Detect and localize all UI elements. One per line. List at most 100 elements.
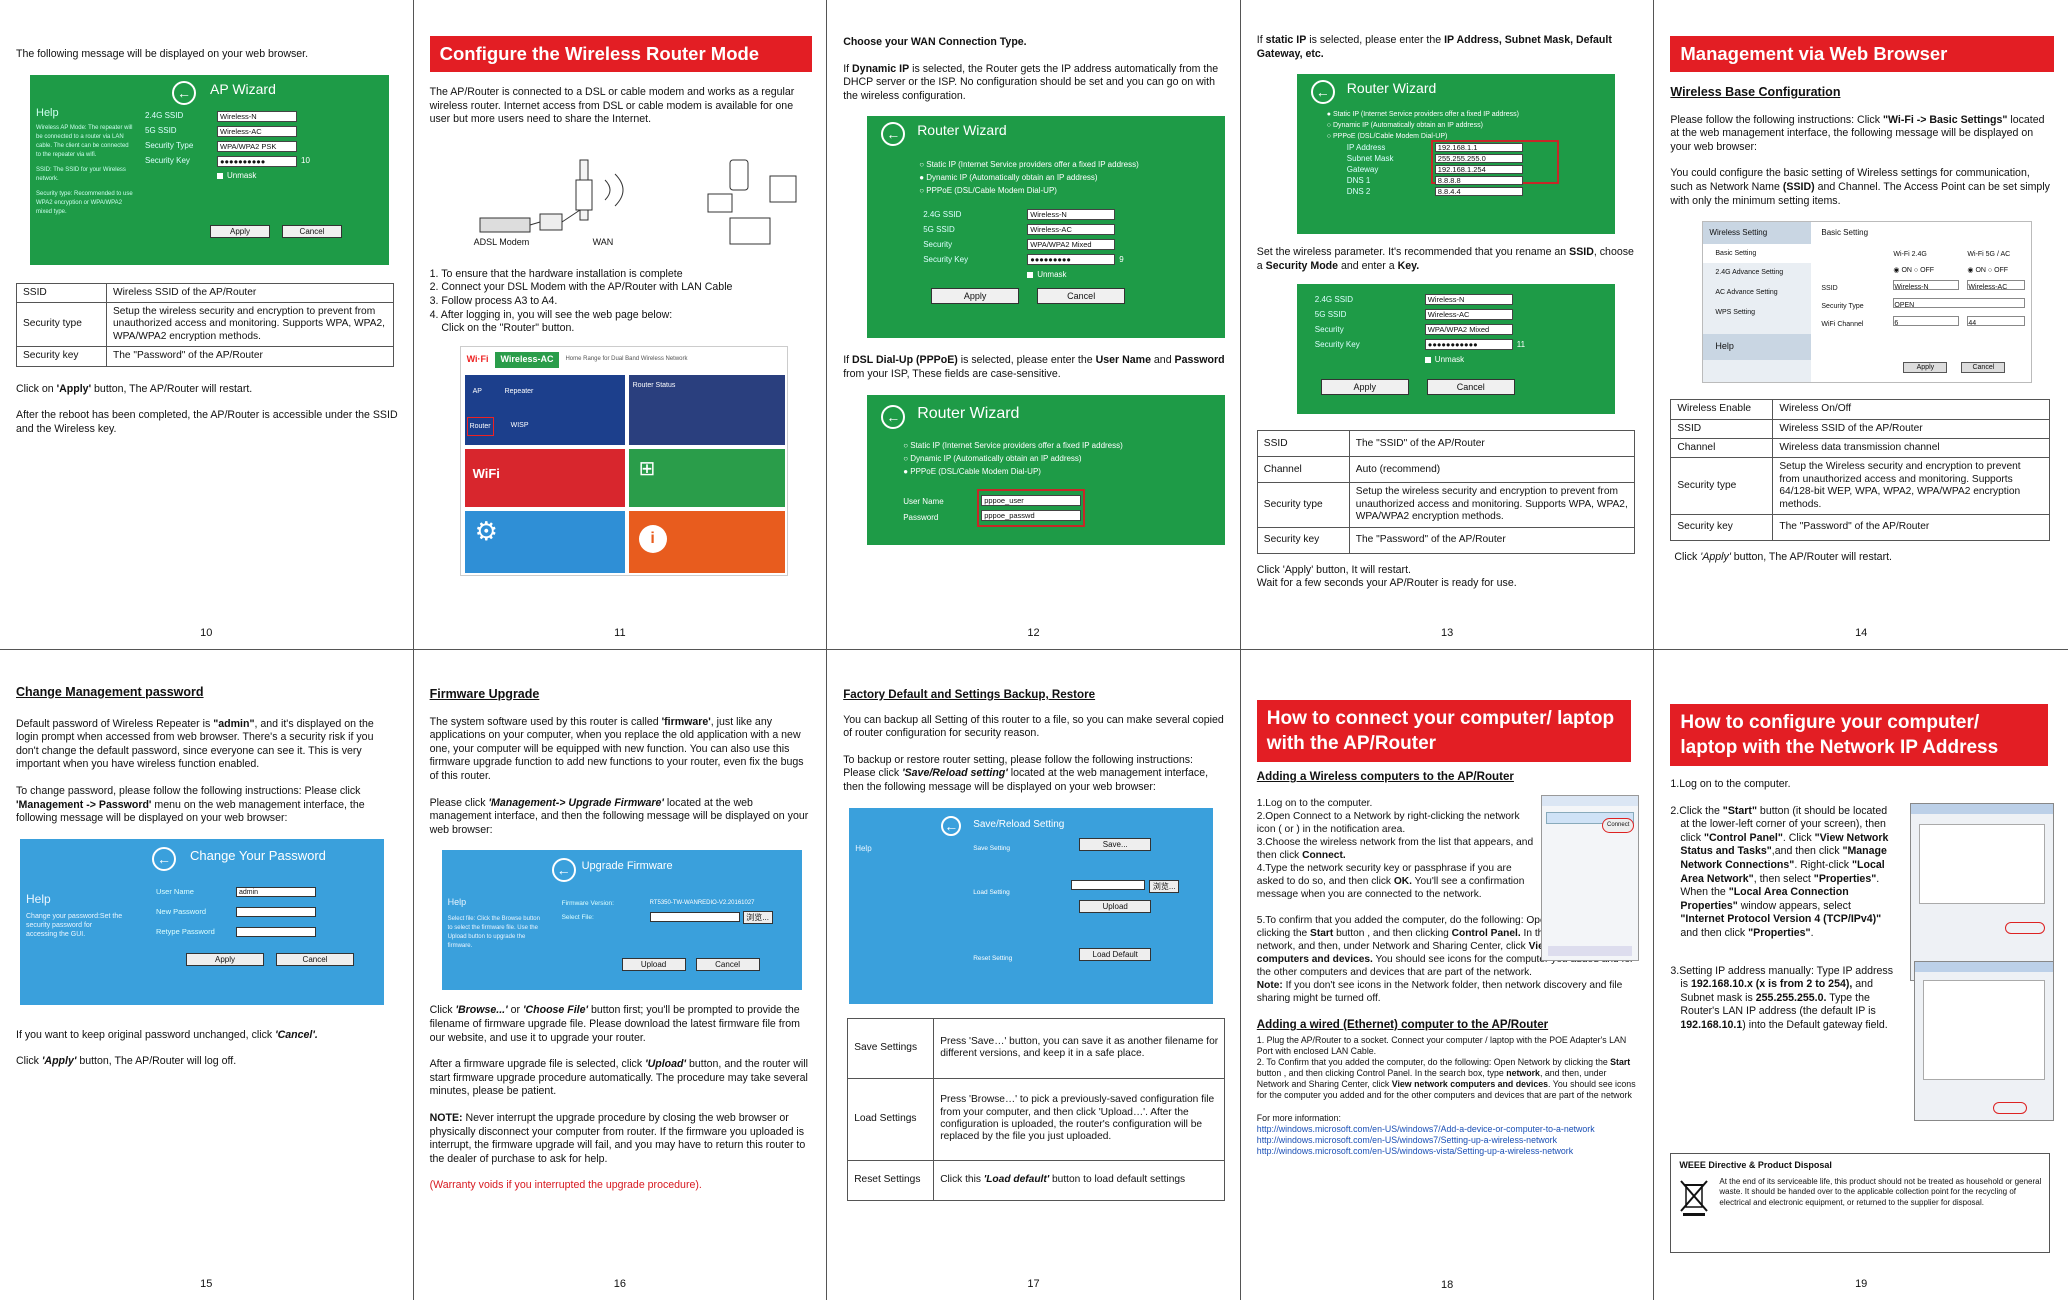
password-label: Password xyxy=(903,512,939,522)
wifi24-toggle[interactable]: ◉ ON ○ OFF xyxy=(1893,267,1935,275)
gateway-input[interactable]: 192.168.1.254 xyxy=(1434,165,1523,175)
browse-button[interactable]: 浏览... xyxy=(742,910,773,924)
text: You should see icons for the computer yo… xyxy=(1256,954,1634,978)
save-button[interactable]: Save... xyxy=(1079,837,1152,851)
ssid-24-input[interactable]: Wireless-N xyxy=(1027,209,1116,221)
cancel-button[interactable]: Cancel xyxy=(282,224,342,238)
laptop-icon xyxy=(729,217,771,245)
apply-button[interactable]: Apply xyxy=(1320,379,1409,396)
security-key-input[interactable]: ●●●●●●●●●●● xyxy=(1424,339,1513,351)
unmask-checkbox[interactable] xyxy=(1424,356,1431,363)
radio-pppoe[interactable]: ● PPPoE (DSL/Cable Modem Dial-UP) xyxy=(903,466,1041,476)
ssid-24-input[interactable]: Wireless-N xyxy=(1893,280,1960,291)
dns2-input[interactable]: 8.8.4.4 xyxy=(1434,187,1523,197)
text: Click on the "Router" button. xyxy=(441,322,575,335)
cancel-button[interactable]: Cancel xyxy=(1961,362,2006,374)
radio-static[interactable]: ○ Static IP (Internet Service providers … xyxy=(919,160,1139,170)
upload-button[interactable]: Upload xyxy=(621,958,686,972)
field-label: 5G SSID xyxy=(145,126,177,136)
file-input[interactable] xyxy=(649,912,740,923)
wifi5-toggle[interactable]: ◉ ON ○ OFF xyxy=(1967,267,2009,275)
help-link[interactable]: http://windows.microsoft.com/en-US/windo… xyxy=(1256,1124,1595,1134)
radio-static[interactable]: ○ Static IP (Internet Service providers … xyxy=(903,440,1123,450)
help-link[interactable]: http://windows.microsoft.com/en-US/windo… xyxy=(1256,1146,1574,1156)
security-key-input[interactable]: ●●●●●●●●●● xyxy=(217,155,297,167)
apply-button[interactable]: Apply xyxy=(210,224,270,238)
radio-pppoe[interactable]: ○ PPPoE (DSL/Cable Modem Dial-UP) xyxy=(1326,133,1448,141)
management-panel[interactable]: ⚙ xyxy=(464,510,625,573)
security-select[interactable]: WPA/WPA2 Mixed xyxy=(1027,239,1116,251)
wireless-steps: Connect 1.Log on to the computer. 2.Open… xyxy=(1256,795,1640,1005)
table-cell: Setup the wireless security and encrypti… xyxy=(1348,482,1635,528)
pppoe-password-input[interactable]: pppoe_passwd xyxy=(981,509,1082,521)
back-arrow-icon[interactable]: ← xyxy=(551,858,576,883)
ssid-24-input[interactable]: Wireless-N xyxy=(217,110,297,122)
back-arrow-icon[interactable]: ← xyxy=(1310,80,1335,105)
radio-static[interactable]: ● Static IP (Internet Service providers … xyxy=(1326,111,1519,119)
apply-button[interactable]: Apply xyxy=(1903,362,1948,374)
help-text: Security type: Recommended to use WPA2 e… xyxy=(36,190,133,215)
field-label: User Name xyxy=(156,886,194,896)
ssid-5-input[interactable]: Wireless-AC xyxy=(1027,224,1116,236)
cancel-button[interactable]: Cancel xyxy=(276,952,354,966)
radio-dynamic[interactable]: ● Dynamic IP (Automatically obtain an IP… xyxy=(919,173,1098,183)
menu-item-basic[interactable]: Basic Setting xyxy=(1703,243,1812,264)
retype-password-input[interactable] xyxy=(236,926,316,937)
ssid-24-input[interactable]: Wireless-N xyxy=(1424,294,1513,306)
radio-pppoe[interactable]: ○ PPPoE (DSL/Cable Modem Dial-UP) xyxy=(919,186,1057,196)
radio-dynamic[interactable]: ○ Dynamic IP (Automatically obtain an IP… xyxy=(903,453,1082,463)
back-arrow-icon[interactable]: ← xyxy=(172,80,196,105)
back-arrow-icon[interactable]: ← xyxy=(881,404,906,429)
page-number: 11 xyxy=(614,627,626,640)
load-default-button[interactable]: Load Default xyxy=(1079,947,1152,961)
ip-address-input[interactable]: 192.168.1.1 xyxy=(1434,143,1523,153)
intro-text: The AP/Router is connected to a DSL or c… xyxy=(429,86,795,126)
cancel-button[interactable]: Cancel xyxy=(695,958,760,972)
radio-dynamic[interactable]: ○ Dynamic IP (Automatically obtain an IP… xyxy=(1326,122,1483,130)
browse-button[interactable]: 浏览... xyxy=(1149,879,1180,893)
text: Start xyxy=(1310,928,1334,939)
info-panel[interactable]: i xyxy=(628,510,785,573)
menu-item-24g-advance[interactable]: 2.4G Advance Setting xyxy=(1715,269,1784,277)
text: Follow process A3 to A4. xyxy=(441,294,558,307)
ssid-5-input[interactable]: Wireless-AC xyxy=(1424,309,1513,321)
wifi-settings-panel[interactable]: WiFi xyxy=(464,448,625,507)
menu-item-wps[interactable]: WPS Setting xyxy=(1715,308,1756,316)
file-input[interactable] xyxy=(1071,879,1146,890)
back-arrow-icon[interactable]: ← xyxy=(941,815,962,836)
upload-button[interactable]: Upload xyxy=(1079,899,1152,913)
back-arrow-icon[interactable]: ← xyxy=(881,122,906,147)
connect-button[interactable]: Connect xyxy=(1602,818,1635,833)
channel-24-select[interactable]: 6 xyxy=(1893,316,1960,327)
mode-ap-button[interactable]: AP xyxy=(472,387,482,395)
unmask-checkbox[interactable] xyxy=(217,173,223,180)
ssid-5-input[interactable]: Wireless-AC xyxy=(217,125,297,137)
apply-button[interactable]: Apply xyxy=(186,952,264,966)
security-key-input[interactable]: ●●●●●●●●● xyxy=(1027,254,1116,266)
security-type-select[interactable]: WPA/WPA2 PSK xyxy=(217,140,297,152)
subnet-mask-input[interactable]: 255.255.255.0 xyxy=(1434,154,1523,164)
network-settings-panel[interactable]: ⊞ xyxy=(628,448,785,507)
back-arrow-icon[interactable]: ← xyxy=(152,846,176,871)
reboot-text: After the reboot has been completed, the… xyxy=(16,409,398,435)
router-wizard-dynamic: ←Router Wizard ○ Static IP (Internet Ser… xyxy=(867,116,1226,339)
ssid-5-input[interactable]: Wireless-AC xyxy=(1967,280,2026,291)
new-password-input[interactable] xyxy=(236,906,316,917)
security-type-select[interactable]: OPEN xyxy=(1893,298,2026,309)
mode-repeater-button[interactable]: Repeater xyxy=(504,387,534,395)
channel-5-select[interactable]: 44 xyxy=(1967,316,2026,327)
unmask-checkbox[interactable] xyxy=(1027,271,1034,278)
cancel-button[interactable]: Cancel xyxy=(1426,379,1515,396)
apply-button[interactable]: Apply xyxy=(931,288,1020,305)
dns1-input[interactable]: 8.8.8.8 xyxy=(1434,176,1523,186)
pppoe-username-input[interactable]: pppoe_user xyxy=(981,494,1082,506)
help-link[interactable]: http://windows.microsoft.com/en-US/windo… xyxy=(1256,1135,1557,1145)
menu-item-ac-advance[interactable]: AC Advance Setting xyxy=(1715,288,1778,296)
mode-router-button[interactable]: Router xyxy=(466,416,494,437)
table-cell: Security key xyxy=(1670,514,1774,541)
security-select[interactable]: WPA/WPA2 Mixed xyxy=(1424,324,1513,336)
mode-wisp-button[interactable]: WISP xyxy=(510,421,529,429)
cancel-button[interactable]: Cancel xyxy=(1037,288,1126,305)
username-input[interactable]: admin xyxy=(236,886,316,897)
